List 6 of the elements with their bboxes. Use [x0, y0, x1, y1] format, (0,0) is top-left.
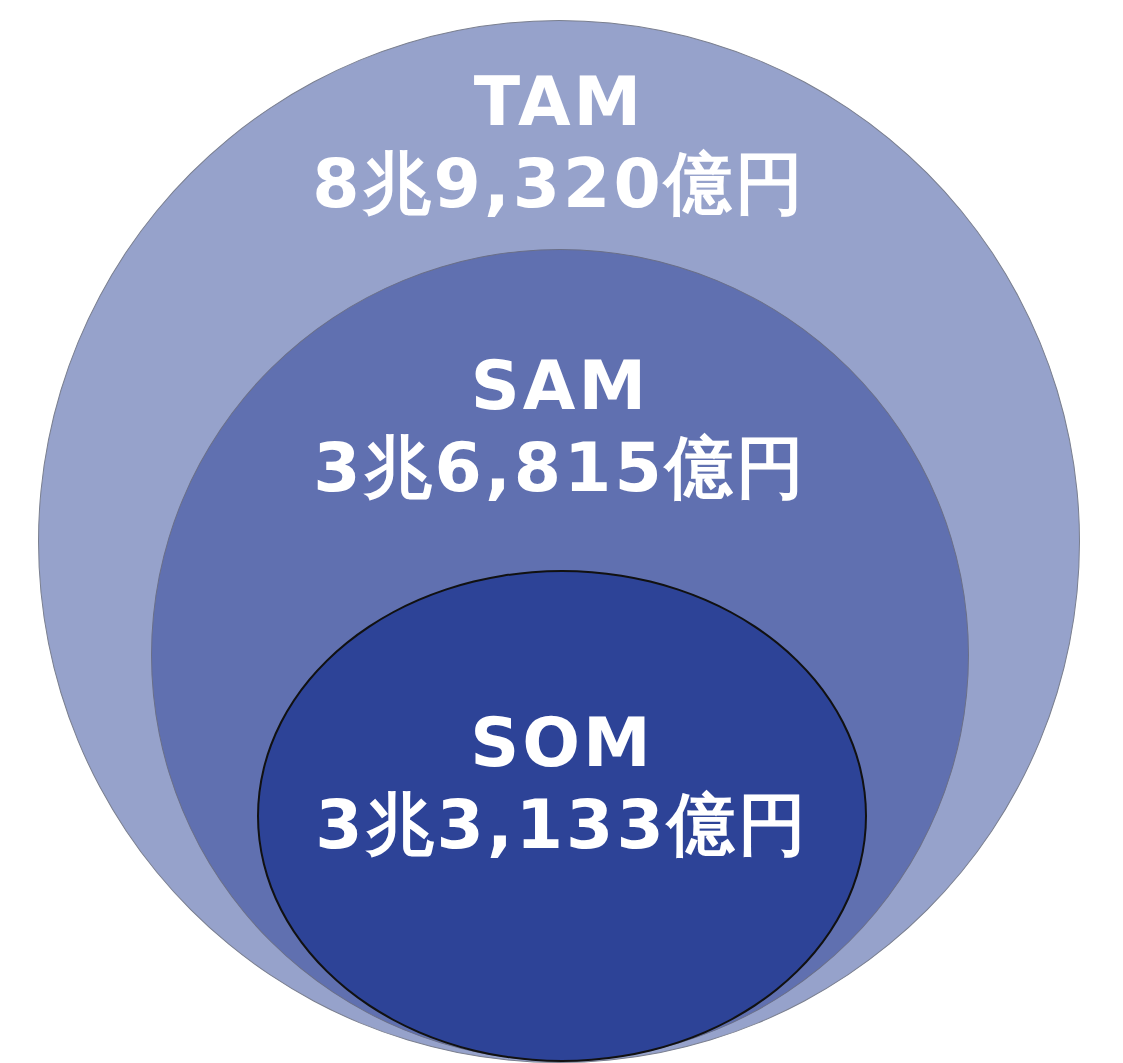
market-value: 3兆6,815億円 [313, 427, 807, 509]
market-label: TAM [473, 61, 645, 143]
market-label: SAM [470, 345, 650, 427]
market-value: 3兆3,133億円 [315, 784, 809, 866]
market-label: SOM [470, 702, 654, 784]
market-value: 8兆9,320億円 [312, 143, 806, 225]
